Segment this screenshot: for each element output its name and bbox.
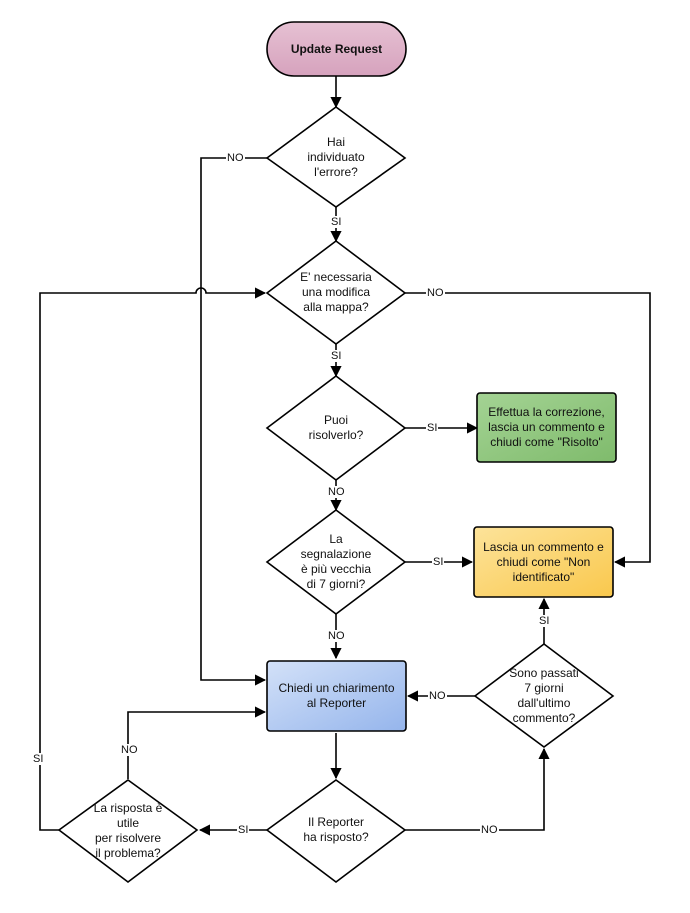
edge-utile-no bbox=[127, 706, 267, 779]
decision-sette-giorni bbox=[473, 642, 615, 748]
decision-risposta-utile bbox=[57, 779, 199, 884]
process-effettua-correzione bbox=[476, 392, 617, 463]
edge-label-sette-si: SI bbox=[538, 615, 551, 627]
decision-puoi-risolverlo bbox=[265, 374, 407, 482]
edge-label-utile-si: SI bbox=[32, 753, 45, 765]
edge-label-hai-si: SI bbox=[330, 216, 343, 228]
edge-label-utile-no: NO bbox=[120, 744, 139, 756]
edge-label-mappa-si: SI bbox=[330, 350, 343, 362]
process-chiedi-chiarimento bbox=[266, 660, 407, 732]
process-non-identificato bbox=[473, 526, 614, 598]
edge-hai-no bbox=[200, 157, 267, 686]
edge-label-mappa-no: NO bbox=[426, 287, 445, 299]
edge-label-sette-no: NO bbox=[428, 690, 447, 702]
decision-hai-individuato bbox=[265, 106, 407, 208]
edge-label-puoi-si: SI bbox=[426, 422, 439, 434]
edge-label-hai-no: NO bbox=[226, 152, 245, 164]
start-node bbox=[266, 21, 407, 77]
edge-mappa-no bbox=[405, 292, 651, 568]
decision-reporter-risposto bbox=[265, 779, 407, 884]
edge-label-vecchia-si: SI bbox=[432, 556, 445, 568]
edge-label-puoi-no: NO bbox=[327, 486, 346, 498]
edge-label-reporter-si: SI bbox=[237, 824, 250, 836]
edge-reporter-no bbox=[405, 747, 550, 831]
edge-label-vecchia-no: NO bbox=[327, 630, 346, 642]
edge-utile-si bbox=[39, 287, 267, 831]
edge-label-reporter-no: NO bbox=[480, 824, 499, 836]
decision-modifica-mappa bbox=[265, 239, 407, 345]
decision-segnalazione-vecchia bbox=[265, 508, 407, 616]
